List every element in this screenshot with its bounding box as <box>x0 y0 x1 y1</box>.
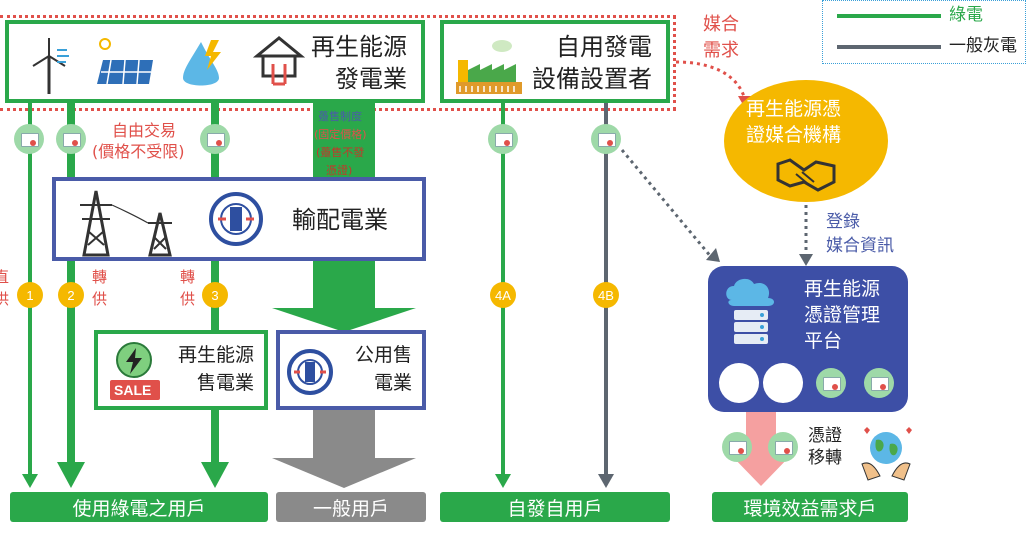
certificate-icon <box>488 124 518 154</box>
badge-4a: 4A <box>490 282 516 308</box>
self-use-title-1: 自用發電 <box>556 33 652 61</box>
feed-in-1: 躉售制度 <box>318 110 362 123</box>
wheel-label-1: 轉 <box>92 268 108 286</box>
certificate-icon <box>591 124 621 154</box>
badge-2: 2 <box>58 282 84 308</box>
feed-in-2: (固定價格) <box>314 128 367 141</box>
public-title-2: 電業 <box>373 372 412 394</box>
platform-title-3: 平台 <box>804 330 843 352</box>
arrow-4a <box>495 474 511 488</box>
retailer-box: SALE 再生能源 售電業 <box>94 330 268 410</box>
cloud-server-icon <box>726 278 774 344</box>
wheel-label-2: 供 <box>92 290 108 308</box>
transfer-label-1: 憑證 <box>808 426 842 446</box>
certificate-icon <box>56 124 86 154</box>
public-title-1: 公用售 <box>354 344 412 366</box>
certificate-icon <box>200 124 230 154</box>
generator-box: 再生能源 發電業 <box>5 20 425 103</box>
public-utility-box: 公用售 電業 <box>276 330 426 410</box>
arrow-wheel-2 <box>57 462 85 488</box>
general-shaft <box>313 410 375 460</box>
wheel-label-4: 供 <box>180 290 196 308</box>
generator-title-2: 發電業 <box>335 65 407 93</box>
legend-gray-label: 一般灰電 <box>949 36 1017 56</box>
certificate-icon <box>14 124 44 154</box>
solar-panel-icon <box>97 38 153 85</box>
register-head <box>799 254 813 266</box>
matching-title-1: 再生能源憑 <box>746 98 842 120</box>
env-users-bar: 環境效益需求戶 <box>712 492 908 522</box>
self-users-bar: 自發自用戶 <box>440 492 670 522</box>
handshake-icon <box>776 158 836 192</box>
sale-tag-icon <box>110 342 160 400</box>
cert-to-platform-head <box>706 248 720 262</box>
wind-turbine-icon <box>32 38 69 94</box>
badge-4b: 4B <box>593 282 619 308</box>
self-use-box: 自用發電 設備設置者 <box>440 20 670 103</box>
register-label-2: 媒合資訊 <box>826 236 894 256</box>
empty-certificate-slot <box>766 366 800 400</box>
register-label-1: 登錄 <box>826 212 860 232</box>
certificate-icon <box>722 432 752 462</box>
direct-label-1: 直 <box>0 268 10 286</box>
factory-icon <box>456 40 522 94</box>
transmission-title: 輸配電業 <box>292 206 388 234</box>
earth-hands-icon <box>861 427 912 481</box>
feed-in-arrowhead <box>272 308 416 332</box>
feed-in-3: (躉售不發 <box>316 146 365 159</box>
self-use-title-2: 設備設置者 <box>532 65 652 93</box>
generator-title-1: 再生能源 <box>311 33 407 61</box>
free-trade-1: 自由交易 <box>112 121 177 140</box>
legend-green-label: 綠電 <box>949 5 983 25</box>
transfer-label-2: 移轉 <box>808 448 842 468</box>
arrow-direct <box>22 474 38 488</box>
certificate-icon <box>864 368 894 398</box>
legend-gray-line <box>837 45 941 49</box>
certificate-icon <box>816 368 846 398</box>
transmission-box: 輸配電業 <box>52 177 426 261</box>
matching-demand-2: 需求 <box>703 40 739 61</box>
wheel-label-3: 轉 <box>180 268 196 286</box>
sale-tag-label: SALE <box>114 382 152 398</box>
badge-1: 1 <box>17 282 43 308</box>
taipower-logo-icon <box>209 192 263 246</box>
legend-green-line <box>837 14 941 18</box>
green-users-bar: 使用綠電之用戶 <box>10 492 268 522</box>
badge-3: 3 <box>202 282 228 308</box>
matching-demand-1: 媒合 <box>703 14 739 35</box>
matching-title-2: 證媒合機構 <box>746 124 842 146</box>
arrow-4b <box>598 474 614 488</box>
cert-to-platform <box>620 149 714 259</box>
arrow-wheel-3 <box>201 462 229 488</box>
certificate-icon <box>768 432 798 462</box>
hydro-drop-icon <box>183 40 221 86</box>
general-users-bar: 一般用戶 <box>276 492 426 522</box>
general-arrowhead <box>272 458 416 488</box>
matching-org-circle: 再生能源憑 證媒合機構 <box>724 80 888 202</box>
platform-title-2: 憑證管理 <box>804 304 881 326</box>
taipower-logo-icon <box>287 349 333 395</box>
legend: 綠電 一般灰電 <box>822 0 1026 64</box>
retailer-title-1: 再生能源 <box>177 344 254 366</box>
platform-box: 再生能源 憑證管理 平台 <box>708 266 908 412</box>
retailer-title-2: 售電業 <box>196 372 254 394</box>
free-trade-2: (價格不受限) <box>92 142 185 161</box>
platform-title-1: 再生能源 <box>804 278 881 300</box>
geothermal-icon <box>253 36 305 86</box>
empty-certificate-slot <box>722 366 756 400</box>
direct-label-2: 供 <box>0 290 10 308</box>
power-tower-icon <box>80 190 172 257</box>
demand-curve <box>675 60 747 101</box>
feed-in-4: 憑證) <box>326 164 353 177</box>
